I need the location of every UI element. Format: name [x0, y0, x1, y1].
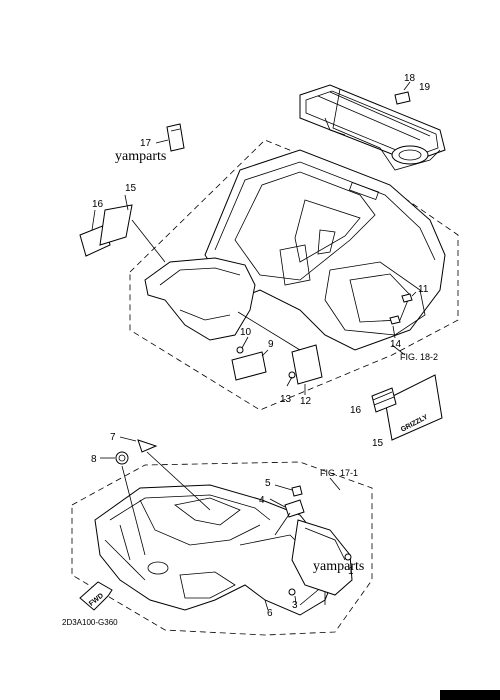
- fig17-leader: [329, 477, 341, 491]
- callout-14: 14: [390, 339, 402, 350]
- rear-fender: [204, 149, 446, 351]
- decal-15-16-left: [79, 194, 166, 263]
- callout-13: 13: [280, 394, 292, 405]
- callout-11: 11: [418, 284, 429, 295]
- label-17: [155, 123, 185, 152]
- figure-ref-18-2: FIG. 18-2: [400, 352, 438, 362]
- front-fender: [94, 484, 336, 616]
- rear-fender-group-outline: [129, 139, 459, 411]
- callout-18: 18: [404, 73, 416, 84]
- callout-1: 1: [348, 566, 354, 577]
- watermark-top: yamparts: [115, 149, 166, 164]
- front-fender-group-outline: [71, 461, 373, 636]
- parts-7-8: [100, 436, 211, 556]
- grizzly-decal: GRIZZLY: [371, 374, 443, 441]
- labels-9-to-13: [231, 311, 323, 395]
- callout-16-top: 16: [92, 199, 104, 210]
- bolts-11-14: [389, 291, 417, 339]
- rear-rack: [299, 84, 446, 171]
- callout-15-top: 15: [125, 183, 137, 194]
- callout-17: 17: [140, 138, 152, 149]
- callout-5: 5: [265, 478, 271, 489]
- callout-10: 10: [240, 327, 252, 338]
- parts-4-5: [269, 484, 305, 536]
- front-side-panel: [264, 519, 353, 611]
- callout-4: 4: [259, 495, 265, 506]
- rack-label-18-19: [394, 81, 411, 105]
- corner-block: [440, 690, 500, 700]
- callout-6: 6: [267, 608, 273, 619]
- figure-ref-17-1: FIG. 17-1: [320, 468, 358, 478]
- fig18-leader: [391, 344, 406, 356]
- callout-19: 19: [419, 82, 431, 93]
- callout-16-bottom: 16: [350, 405, 362, 416]
- watermark-bottom: yamparts: [313, 559, 364, 574]
- callout-7: 7: [110, 432, 116, 443]
- fwd-arrow: FWD: [79, 581, 113, 611]
- callout-12: 12: [300, 396, 312, 407]
- callout-9: 9: [268, 339, 274, 350]
- callout-3: 3: [292, 600, 298, 611]
- diagram-code: 2D3A100-G360: [62, 618, 118, 627]
- rear-fender-side-panel: [144, 257, 256, 341]
- callout-15-bottom: 15: [372, 438, 384, 449]
- callout-8: 8: [91, 454, 97, 465]
